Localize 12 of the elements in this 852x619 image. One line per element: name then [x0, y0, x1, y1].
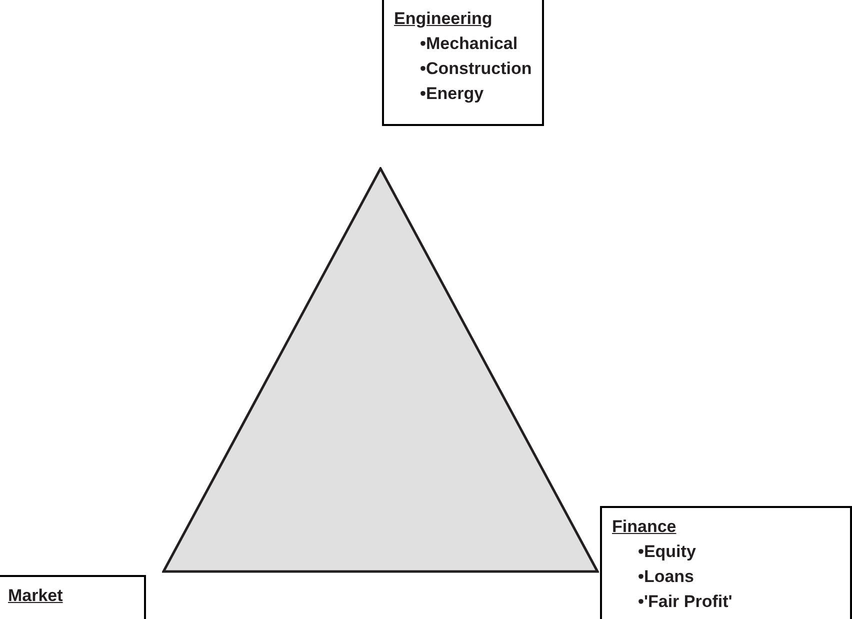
- list-item: •Equity: [637, 541, 697, 563]
- text-box: [600, 506, 852, 619]
- list-item: •Energy: [419, 83, 485, 105]
- text-box: [0, 575, 146, 619]
- list-item: •Loans: [637, 566, 696, 588]
- box-heading: Engineering: [394, 8, 494, 30]
- list-item: •'Fair Profit': [637, 591, 734, 613]
- list-item: •Mechanical: [419, 33, 519, 55]
- box-heading: Finance: [612, 516, 678, 538]
- list-item: •Construction: [419, 58, 532, 80]
- text-box: [382, 0, 544, 126]
- box-heading: Market: [8, 585, 64, 607]
